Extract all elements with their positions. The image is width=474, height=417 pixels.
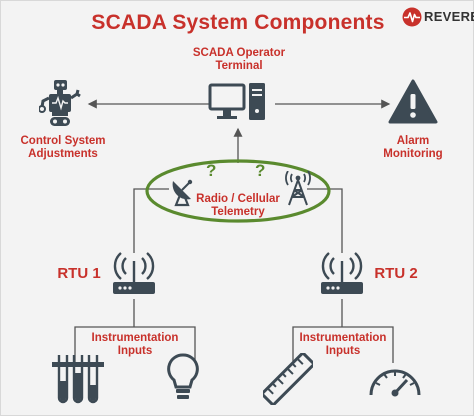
rtu2-label: RTU 2	[374, 265, 418, 282]
gauge-icon	[369, 369, 421, 397]
wire-to-rtu2	[307, 188, 343, 253]
bracket-left	[74, 326, 196, 363]
ruler-icon	[263, 353, 313, 405]
revere-logo: REVERE	[402, 6, 474, 28]
telemetry-question-mark: ?	[206, 161, 217, 180]
telemetry-question-mark: ?	[255, 161, 266, 180]
test-tubes-icon	[52, 355, 104, 404]
computer-terminal-icon	[208, 83, 265, 120]
radio-tower-icon	[285, 171, 311, 206]
router-icon	[321, 252, 363, 294]
router-icon	[113, 252, 155, 294]
logo-text: REVERE	[424, 9, 474, 24]
rtu1-label: RTU 1	[57, 265, 101, 282]
robot-icon	[39, 80, 81, 126]
satellite-dish-icon	[172, 179, 193, 207]
telemetry-ellipse	[145, 159, 331, 223]
pulse-icon	[402, 7, 422, 27]
diagram-title: SCADA System Components	[91, 11, 385, 34]
bracket-right	[292, 326, 394, 363]
light-bulb-icon	[167, 353, 199, 399]
wire-to-rtu1	[133, 188, 169, 253]
warning-triangle-icon	[388, 79, 438, 124]
